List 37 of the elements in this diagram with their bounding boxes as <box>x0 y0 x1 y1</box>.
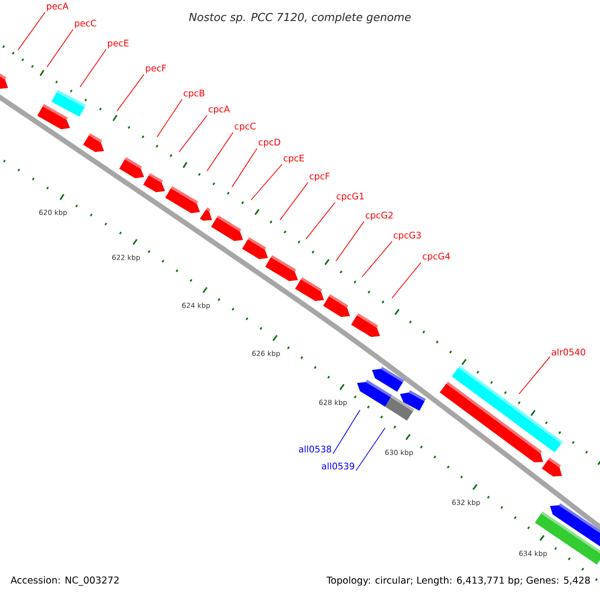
gene-label: cpcA <box>208 106 230 114</box>
leader-line <box>178 115 208 152</box>
gene-label: cpcE <box>284 154 304 164</box>
gene-label: cpcD <box>258 138 280 148</box>
gene-label: all0538 <box>298 446 332 452</box>
title: Nostoc sp. PCC 7120, complete genome <box>189 12 411 24</box>
gene-label: cpcG1 <box>336 192 364 202</box>
gene-label: cpcB <box>184 90 204 98</box>
leader-line <box>362 241 392 278</box>
leader-line <box>332 410 360 454</box>
gene-label: alr0540 <box>552 348 586 356</box>
gene-label: pecA <box>47 2 68 12</box>
accession-text: Accession: NC_003272 <box>10 576 119 586</box>
gene-label: cpcC <box>234 122 256 132</box>
leader-line <box>280 182 308 220</box>
gene-label: cpcG3 <box>394 232 421 240</box>
leader-line <box>46 29 74 68</box>
leader-line <box>392 262 422 298</box>
gene-label: pecE <box>108 40 129 48</box>
leader-line <box>306 202 336 240</box>
leader-line <box>356 428 386 472</box>
leader-line <box>80 49 106 88</box>
genome-info-text: Topology: circular; Length: 6,413,771 bp; Genes: 5,428 <box>326 576 590 586</box>
leader-line <box>18 12 46 50</box>
leader-line <box>116 74 144 112</box>
leader-line <box>336 221 364 262</box>
gene-label: all0539 <box>322 462 354 470</box>
leader-line <box>232 148 258 188</box>
leader-line <box>250 164 282 200</box>
gene-label: cpcG4 <box>422 252 450 262</box>
gene-label: pecF <box>146 64 166 74</box>
gene-label: cpcG2 <box>366 212 393 220</box>
leader-line <box>206 132 234 172</box>
leader-line <box>156 99 182 138</box>
gene-label: cpcF <box>310 172 330 182</box>
leader-line <box>518 356 550 394</box>
gene-label: pecC <box>75 20 96 28</box>
